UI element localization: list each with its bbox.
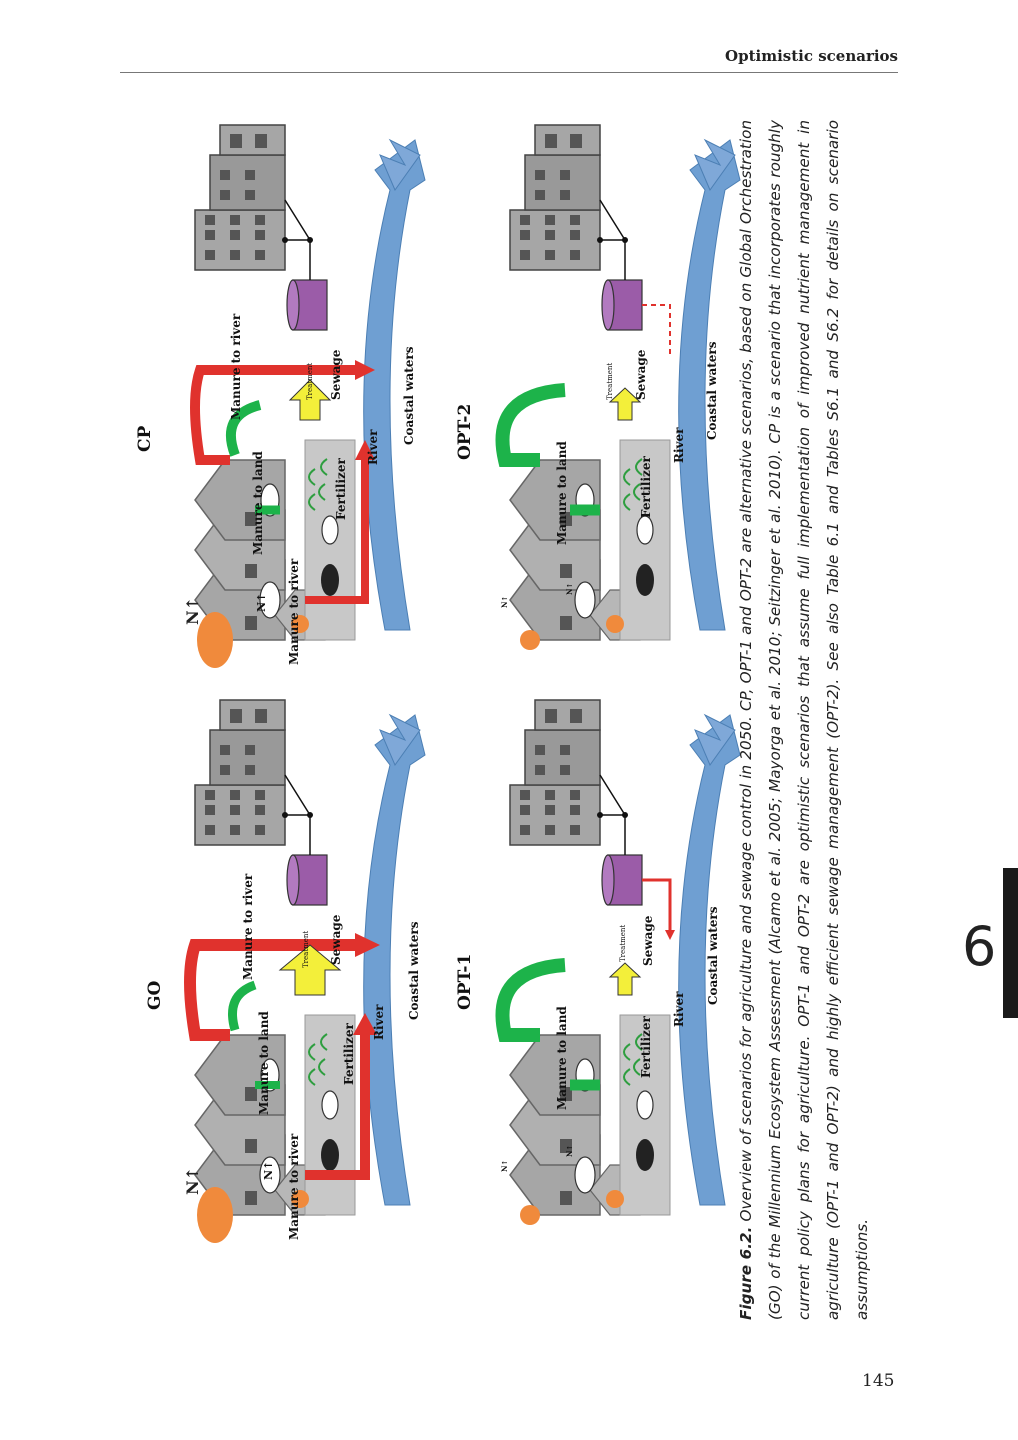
opt1-river-label: River [672,991,686,1027]
go-manure-river-top-label: Manure to river [241,873,255,980]
page-number: 145 [862,1371,895,1391]
opt2-manure-land-label: Manure to land [555,441,569,545]
cp-treatment-label: Treatment [306,363,314,400]
opt2-sewage-label: Sewage [634,349,648,400]
cp-manure-river-top-label: Manure to river [229,313,243,420]
opt1-treatment-label: Treatment [619,925,627,962]
go-coastal-label: Coastal waters [407,921,421,1020]
panel-title-opt2: OPT-2 [455,404,475,460]
cp-fertilizer-label: Fertilizer [334,458,348,520]
go-manure-river-left-label: Manure to river [287,1133,301,1240]
go-manure-land-label: Manure to land [257,1011,271,1115]
panel-opt2 [495,124,741,650]
panel-opt1 [495,699,741,1225]
opt2-n-small-label: N↑ [565,583,574,595]
header-rule [120,72,898,73]
cp-sewage-label: Sewage [329,349,343,400]
opt2-fertilizer-label: Fertilizer [639,456,653,518]
panel-cp [190,124,426,668]
panel-go [184,699,426,1243]
opt2-n-cloud-label: N↑ [500,596,509,608]
cp-manure-river-left-label: Manure to river [287,558,301,665]
opt2-treatment-label: Treatment [606,363,614,400]
panel-title-cp: CP [135,425,155,452]
cp-manure-land-label: Manure to land [251,451,265,555]
opt1-coastal-label: Coastal waters [706,906,720,1005]
figure-caption-label: Figure 6.2. [737,1226,755,1320]
opt1-fertilizer-label: Fertilizer [639,1016,653,1078]
go-river-label: River [372,1004,386,1040]
go-sewage-label: Sewage [329,914,343,965]
figure-caption-text: Overview of scenarios for agriculture an… [737,120,871,1320]
cp-n-small-label: N↑ [255,593,268,612]
go-treatment-label: Treatment [302,931,310,968]
opt1-n-small-label: N↑ [565,1145,574,1157]
opt1-n-cloud-label: N↑ [500,1160,509,1172]
opt2-coastal-label: Coastal waters [705,341,719,440]
opt2-river-label: River [672,427,686,463]
go-n-small-label: N↑ [262,1161,275,1180]
panel-title-go: GO [145,980,165,1010]
opt1-manure-land-label: Manure to land [555,1006,569,1110]
go-fertilizer-label: Fertilizer [342,1023,356,1085]
go-n-cloud-label: N↑ [183,1167,202,1195]
opt1-sewage-label: Sewage [641,915,655,966]
panel-title-opt1: OPT-1 [455,954,475,1010]
chapter-number: 6 [962,915,997,978]
cp-river-label: River [366,429,380,465]
cp-coastal-label: Coastal waters [402,346,416,445]
chapter-tab [1003,868,1018,1018]
header-title: Optimistic scenarios [725,47,898,65]
cp-n-cloud-label: N↑ [183,597,202,625]
figure-caption: Figure 6.2. Overview of scenarios for ag… [732,120,872,1320]
